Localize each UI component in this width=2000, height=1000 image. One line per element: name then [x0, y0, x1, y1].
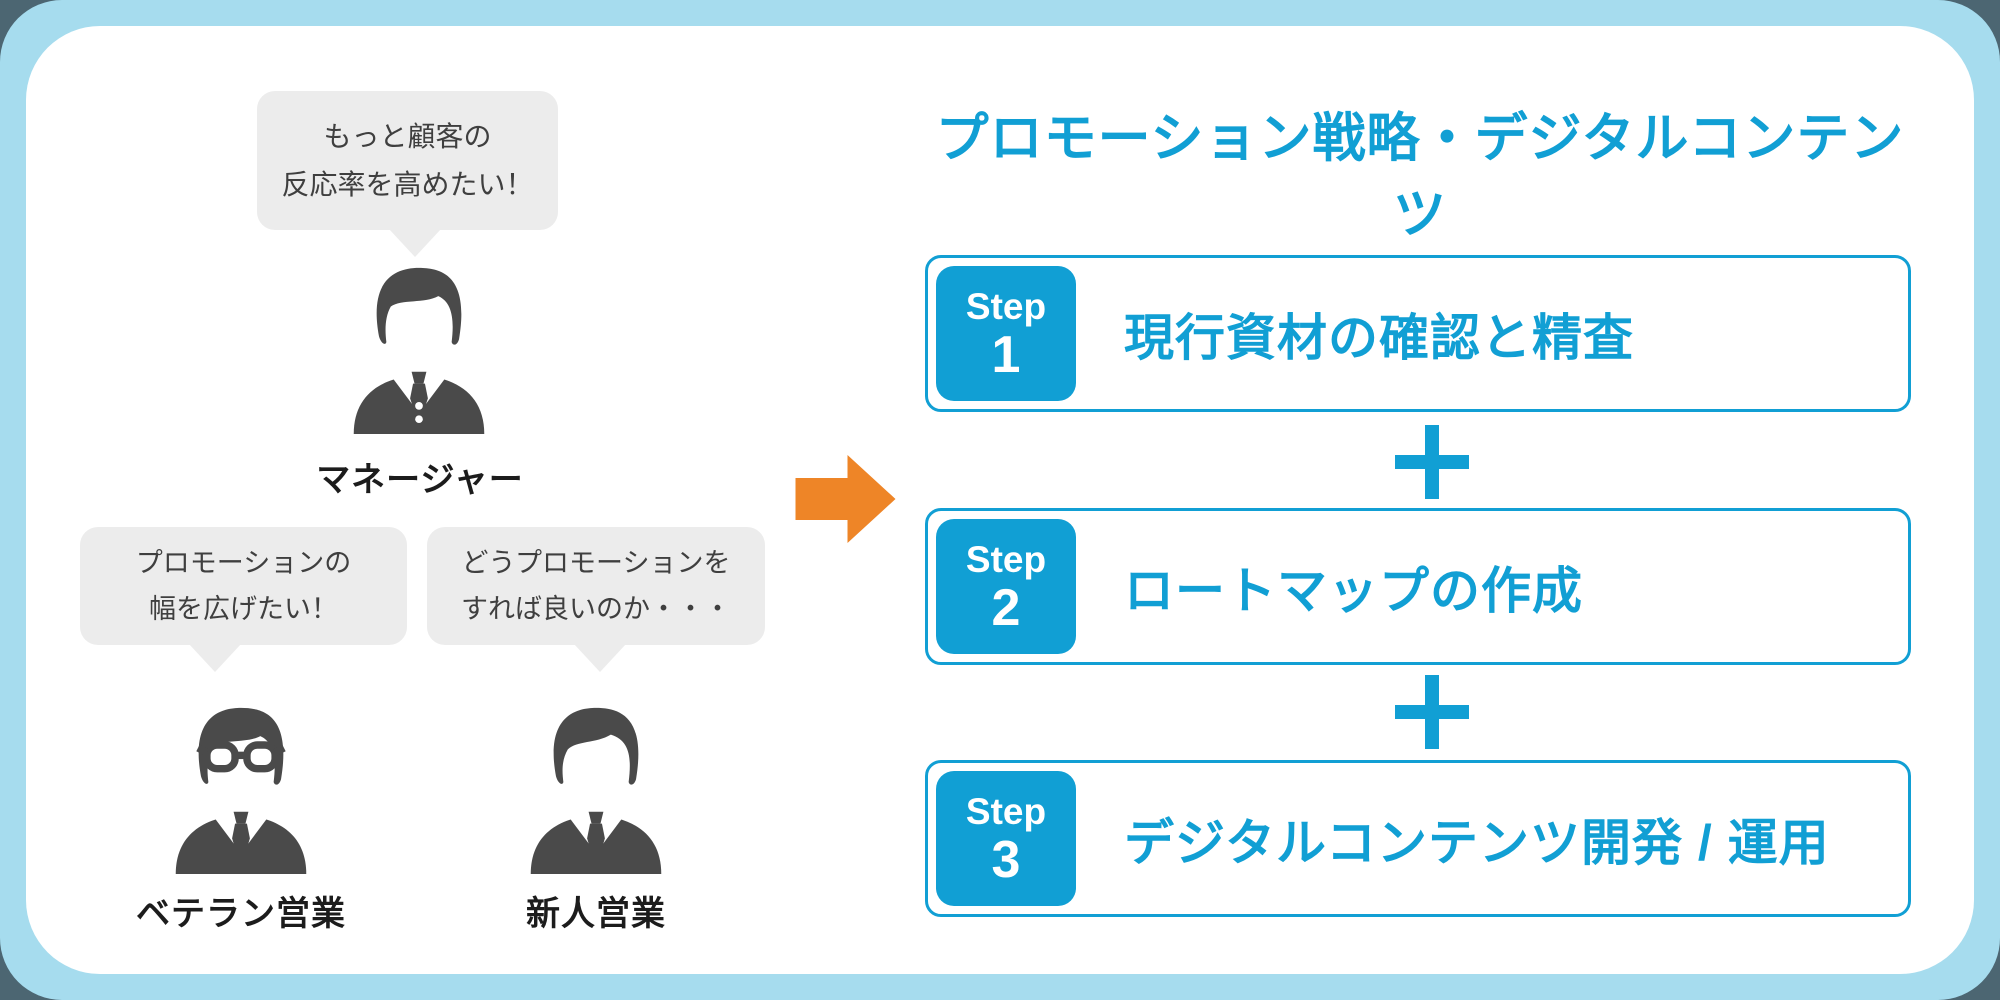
- step-badge-word: Step: [965, 538, 1047, 580]
- step-2-box: Step 2 ロートマップの作成: [925, 508, 1911, 665]
- person-label-veteran: ベテラン営業: [136, 895, 346, 933]
- speech-bubble-rookie: どうプロモーションを すれば良いのか・・・: [427, 527, 765, 672]
- step-3-badge: Step 3: [936, 771, 1076, 906]
- step-badge-word: Step: [965, 790, 1047, 832]
- person-label-manager: マネージャー: [316, 461, 524, 499]
- business-person-glasses-icon: [152, 690, 330, 886]
- bubble-text-line: どうプロモーションを: [461, 548, 731, 578]
- bubble-text-line: もっと顧客の: [323, 120, 492, 152]
- business-person-icon: [507, 690, 685, 886]
- bubble-text-line: 幅を広げたい！: [149, 594, 338, 624]
- speech-bubble-manager: もっと顧客の 反応率を高めたい！: [257, 91, 558, 257]
- plus-icon: [1395, 675, 1469, 749]
- panel-title: プロモーション戦略・デジタルコンテンツ: [935, 109, 1905, 244]
- bubble-text-line: 反応率を高めたい！: [281, 168, 534, 200]
- step-badge-word: Step: [965, 285, 1047, 327]
- person-label-rookie: 新人営業: [526, 895, 666, 933]
- step-3-box: Step 3 デジタルコンテンツ開発 / 運用: [925, 760, 1911, 917]
- business-person-icon: [330, 250, 508, 446]
- step-badge-number: 3: [991, 830, 1021, 889]
- step-2-badge: Step 2: [936, 519, 1076, 654]
- bubble-text-line: プロモーションの: [135, 548, 352, 578]
- right-arrow-icon: [795, 449, 896, 549]
- plus-icon: [1395, 425, 1469, 499]
- step-1-badge: Step 1: [936, 266, 1076, 401]
- step-badge-number: 2: [991, 578, 1021, 637]
- step-1-label: 現行資材の確認と精査: [1124, 309, 1634, 366]
- step-1-box: Step 1 現行資材の確認と精査: [925, 255, 1911, 412]
- step-badge-number: 1: [991, 325, 1021, 384]
- speech-bubble-veteran: プロモーションの 幅を広げたい！: [80, 527, 407, 672]
- bubble-text-line: すれば良いのか・・・: [461, 594, 731, 624]
- step-2-label: ロートマップの作成: [1124, 562, 1583, 619]
- step-3-label: デジタルコンテンツ開発 / 運用: [1124, 814, 1830, 871]
